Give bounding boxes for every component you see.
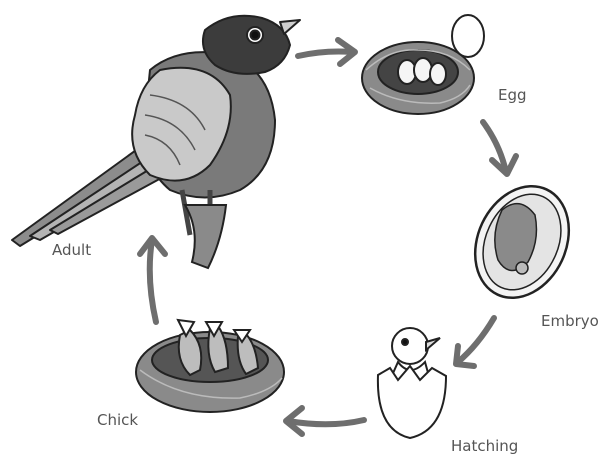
arrow-chick-to-adult bbox=[140, 238, 165, 322]
label-hatching: Hatching bbox=[451, 437, 518, 455]
label-egg: Egg bbox=[498, 86, 527, 104]
nest-with-eggs-illustration bbox=[362, 15, 484, 114]
chicks-in-nest-illustration bbox=[136, 320, 284, 412]
label-embryo: Embryo bbox=[541, 312, 599, 330]
label-adult: Adult bbox=[52, 241, 91, 259]
adult-robin-illustration bbox=[12, 16, 300, 246]
arrow-adult-to-egg bbox=[298, 40, 355, 64]
hatching-chick-illustration bbox=[378, 328, 446, 438]
arrow-egg-to-embryo bbox=[483, 122, 516, 174]
embryo-egg-illustration bbox=[458, 171, 587, 313]
arrow-embryo-to-hatching bbox=[456, 318, 494, 366]
label-chick: Chick bbox=[97, 411, 138, 429]
branch-illustration bbox=[185, 205, 226, 268]
arrow-hatching-to-chick bbox=[286, 408, 364, 434]
